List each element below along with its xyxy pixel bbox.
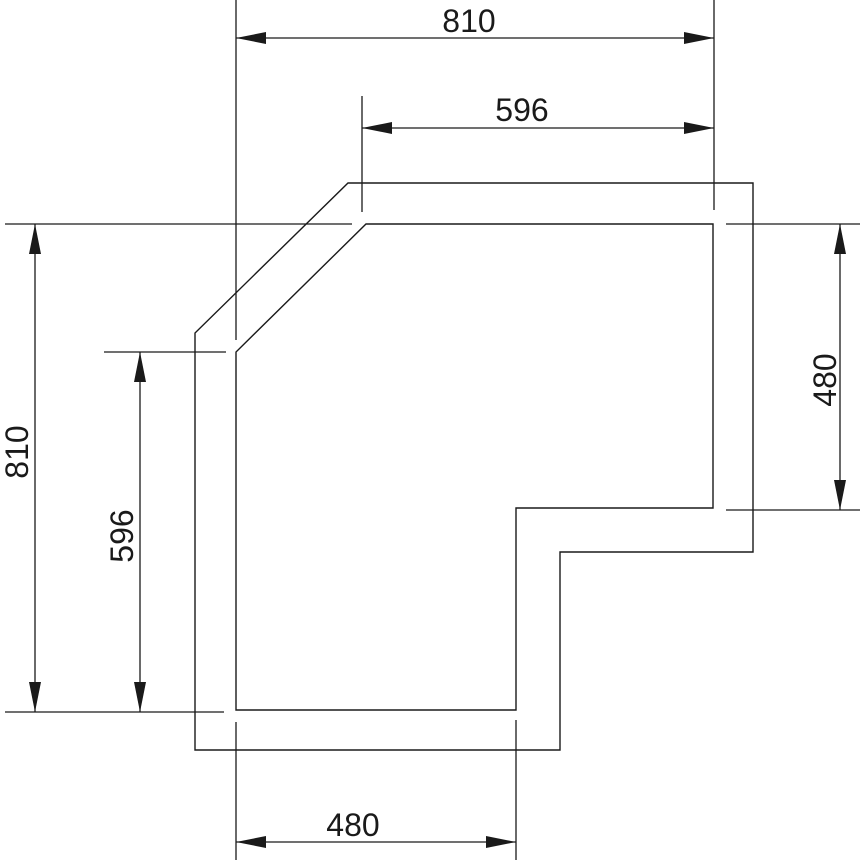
- dimension-label-left-inner: 596: [104, 509, 140, 562]
- dimension-label-top-inner: 596: [495, 92, 548, 128]
- dimension-label-bottom-depth: 480: [326, 807, 379, 843]
- dimension-left-outer: 810: [0, 224, 41, 712]
- dimension-right-depth: 480: [807, 224, 846, 510]
- inner-outline: [235, 223, 714, 711]
- dimension-top-inner: 596: [362, 92, 714, 134]
- dimension-left-inner: 596: [104, 352, 146, 712]
- outer-outline: [194, 182, 754, 751]
- dimension-label-left-outer: 810: [0, 425, 35, 478]
- dimension-label-right-depth: 480: [807, 353, 843, 406]
- extension-lines: [5, 0, 860, 860]
- dimension-top-outer: 810: [236, 3, 714, 44]
- dimension-bottom-depth: 480: [236, 807, 516, 848]
- dimension-label-top-outer: 810: [442, 3, 495, 39]
